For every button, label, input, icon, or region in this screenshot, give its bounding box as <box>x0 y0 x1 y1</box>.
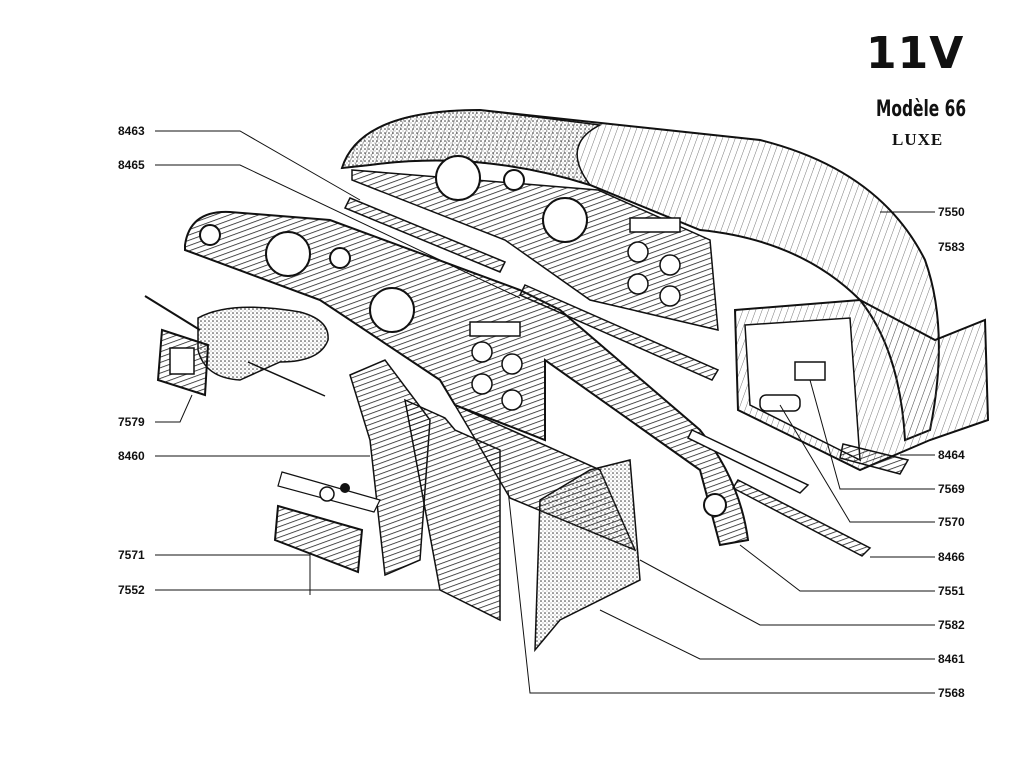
model-subtitle: Modèle 66 <box>876 97 967 122</box>
part-label: 8461 <box>938 652 965 666</box>
ashtray-icon <box>273 471 381 574</box>
part-label: 8466 <box>938 550 965 564</box>
part-label: 7579 <box>118 415 145 429</box>
trim-strips <box>343 197 910 557</box>
dashboard-upper-shell-icon <box>340 108 990 472</box>
part-label: 7583 <box>938 240 965 254</box>
part-label: 7550 <box>938 205 965 219</box>
dashboard-facia-panel-icon <box>184 210 750 547</box>
glovebox-icon <box>349 359 641 653</box>
part-label: 7582 <box>938 618 965 632</box>
leader-lines <box>155 130 935 694</box>
part-label: 7570 <box>938 515 965 529</box>
part-label: 8463 <box>118 124 145 138</box>
part-label: 7571 <box>118 548 145 562</box>
part-label: 8464 <box>938 448 965 462</box>
part-label: 7568 <box>938 686 965 700</box>
instrument-housing-icon <box>144 295 329 397</box>
part-label: 7552 <box>118 583 145 597</box>
page-title: 11V <box>866 28 965 79</box>
trim-subtitle: LUXE <box>892 130 944 149</box>
part-label: 7569 <box>938 482 965 496</box>
part-label: 8465 <box>118 158 145 172</box>
part-label: 8460 <box>118 449 145 463</box>
part-label: 7551 <box>938 584 965 598</box>
